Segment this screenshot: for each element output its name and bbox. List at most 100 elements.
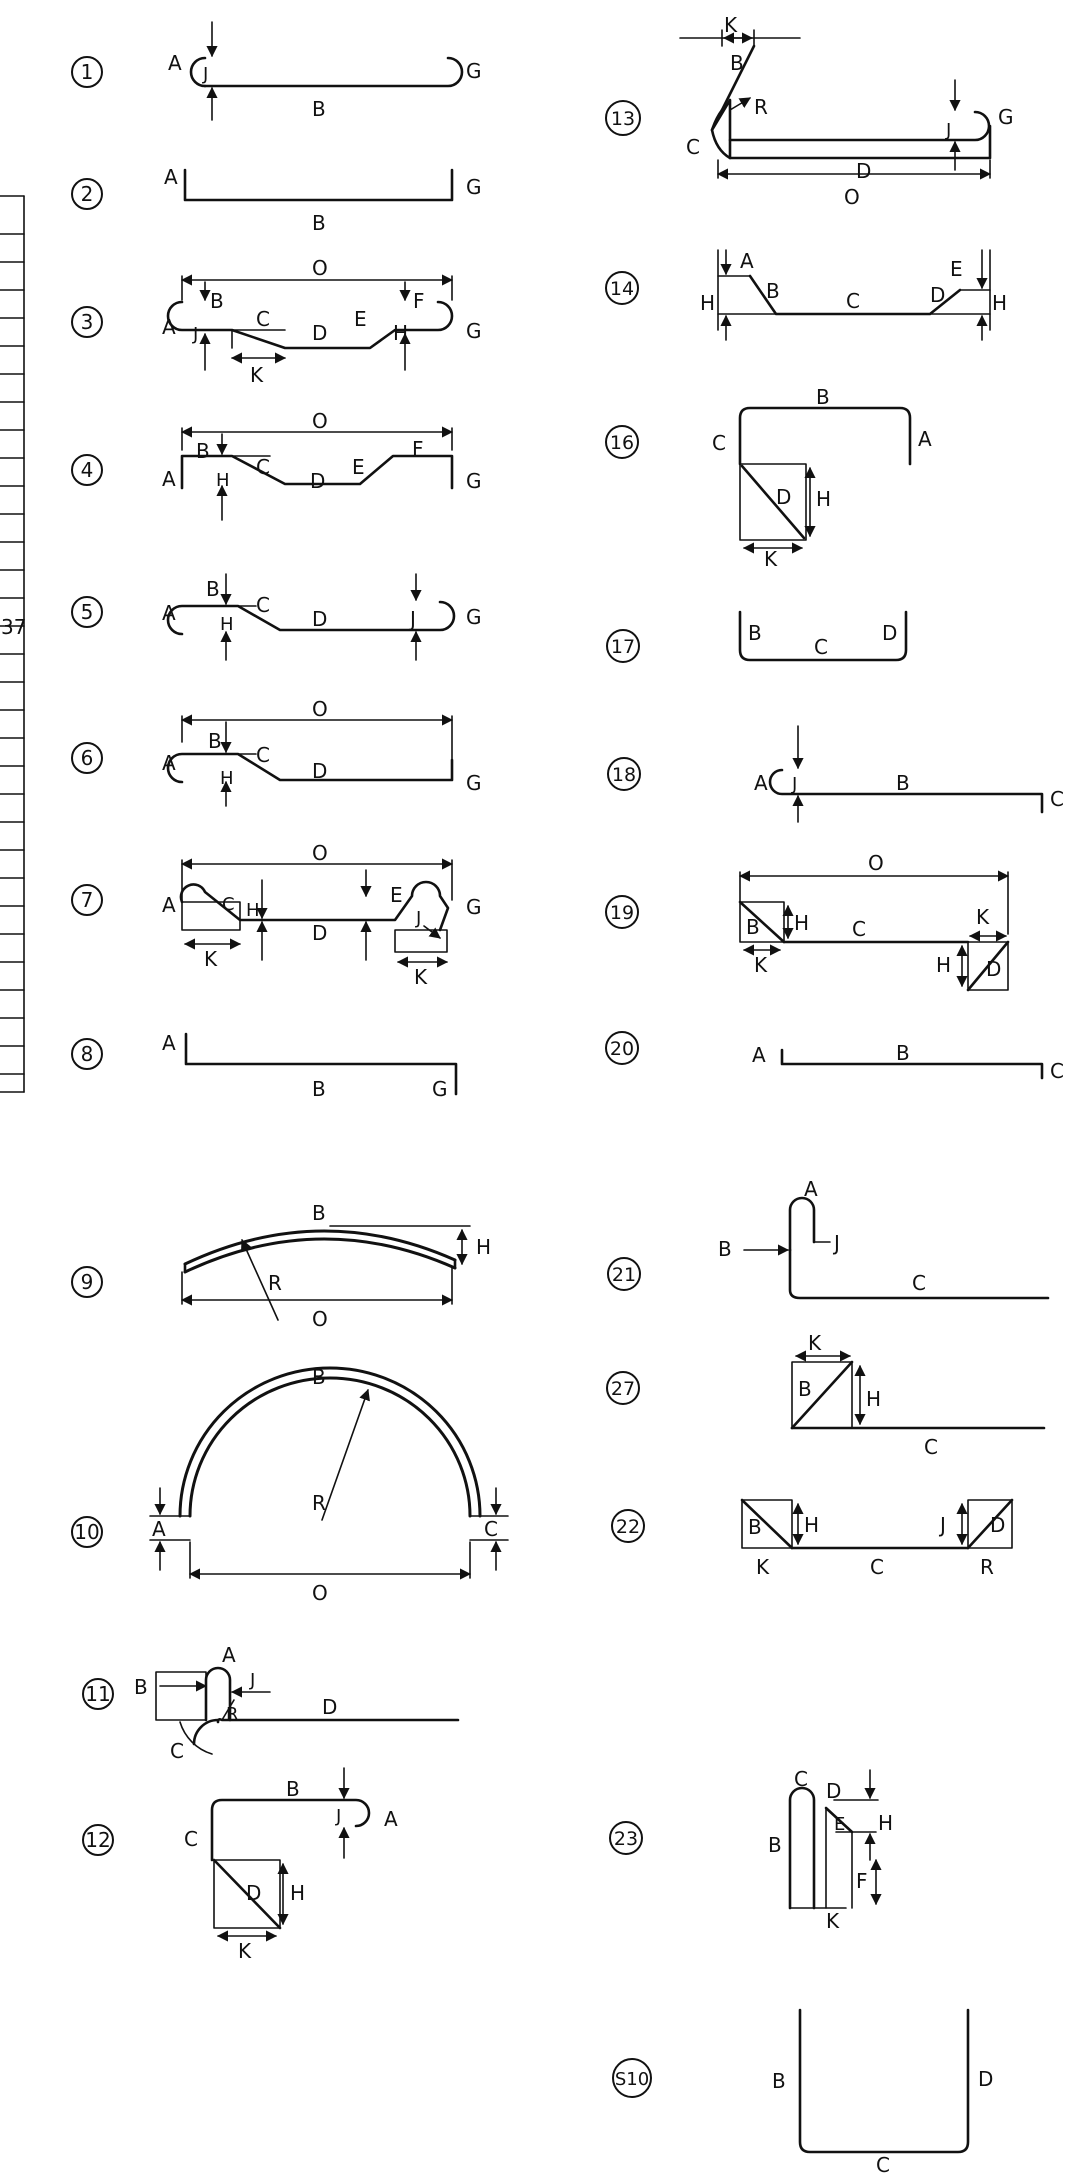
svg-text:H: H xyxy=(700,291,715,315)
svg-text:A: A xyxy=(754,771,768,795)
svg-text:K: K xyxy=(250,363,264,387)
svg-text:D: D xyxy=(310,469,325,493)
svg-text:H: H xyxy=(878,1811,893,1835)
svg-text:D: D xyxy=(986,957,1001,981)
svg-text:B: B xyxy=(196,439,210,463)
svg-text:C: C xyxy=(712,431,726,455)
svg-text:D: D xyxy=(312,759,327,783)
shape-12: 12 B J A C D H K xyxy=(82,1767,398,1963)
svg-text:A: A xyxy=(804,1177,818,1201)
svg-text:K: K xyxy=(724,13,738,37)
svg-text:C: C xyxy=(184,1827,198,1851)
svg-text:C: C xyxy=(924,1435,938,1459)
svg-text:D: D xyxy=(322,1695,337,1719)
svg-text:A: A xyxy=(168,51,182,75)
shape-6-number: 6 xyxy=(81,746,94,770)
shape-19-number: 19 xyxy=(610,902,634,924)
svg-text:C: C xyxy=(876,2153,890,2174)
svg-text:C: C xyxy=(256,743,270,767)
shape-19: 19 O B H C K H D K xyxy=(605,851,1010,992)
svg-text:O: O xyxy=(312,697,328,721)
svg-text:G: G xyxy=(432,1077,448,1101)
svg-text:H: H xyxy=(816,487,831,511)
svg-text:H: H xyxy=(216,470,230,491)
svg-text:A: A xyxy=(152,1517,166,1541)
svg-text:H: H xyxy=(220,768,234,789)
svg-text:H: H xyxy=(804,1513,819,1537)
shape-23: 23 C D B E H F K xyxy=(609,1767,893,1933)
shape-9: 9 B H R O xyxy=(71,1201,491,1331)
shape-5-number: 5 xyxy=(81,600,94,624)
svg-text:J: J xyxy=(249,1670,255,1691)
svg-text:R: R xyxy=(312,1491,326,1515)
svg-text:J: J xyxy=(415,908,421,929)
svg-text:O: O xyxy=(312,1307,328,1331)
svg-text:D: D xyxy=(246,1881,261,1905)
svg-text:J: J xyxy=(408,607,416,631)
svg-text:O: O xyxy=(312,841,328,865)
svg-text:R: R xyxy=(226,1704,239,1725)
svg-text:B: B xyxy=(748,1515,762,1539)
svg-text:F: F xyxy=(413,289,425,313)
svg-text:C: C xyxy=(170,1739,184,1763)
shape-27: 27 K B H C xyxy=(606,1331,1046,1459)
svg-text:A: A xyxy=(162,1031,176,1055)
svg-text:D: D xyxy=(776,485,791,509)
shape-11-number: 11 xyxy=(85,1682,110,1706)
shape-1-number: 1 xyxy=(81,60,94,84)
shape-27-number: 27 xyxy=(611,1378,635,1400)
svg-text:K: K xyxy=(826,1909,840,1933)
svg-text:B: B xyxy=(748,621,762,645)
svg-text:G: G xyxy=(466,59,482,83)
svg-text:B: B xyxy=(206,577,220,601)
shape-13-number: 13 xyxy=(611,108,635,130)
svg-text:G: G xyxy=(466,175,482,199)
svg-text:E: E xyxy=(834,1814,845,1835)
svg-text:C: C xyxy=(686,135,700,159)
svg-text:J: J xyxy=(945,120,951,141)
shape-22: 22 B H C J D K R xyxy=(611,1498,1014,1579)
svg-text:H: H xyxy=(246,900,260,921)
svg-text:H: H xyxy=(393,321,408,345)
svg-text:B: B xyxy=(766,279,780,303)
svg-text:B: B xyxy=(896,1041,910,1065)
shape-1: 1 A J B G xyxy=(71,21,482,121)
svg-text:D: D xyxy=(856,159,871,183)
svg-text:C: C xyxy=(1050,787,1064,811)
svg-text:G: G xyxy=(998,105,1014,129)
svg-text:C: C xyxy=(256,593,270,617)
svg-text:K: K xyxy=(754,953,768,977)
svg-text:D: D xyxy=(978,2067,993,2091)
svg-text:C: C xyxy=(256,455,270,479)
shape-21: 21 A B J C xyxy=(607,1177,1050,1300)
svg-text:C: C xyxy=(794,1767,808,1791)
svg-text:A: A xyxy=(162,601,176,625)
shape-17: 17 B C D xyxy=(606,610,908,663)
shape-8-number: 8 xyxy=(81,1042,94,1066)
svg-text:J: J xyxy=(938,1513,946,1537)
svg-text:D: D xyxy=(930,283,945,307)
shape-s10-number: S10 xyxy=(615,2069,649,2090)
svg-text:A: A xyxy=(752,1043,766,1067)
shape-22-number: 22 xyxy=(616,1516,640,1538)
svg-text:B: B xyxy=(772,2069,786,2093)
shape-18: 18 A J B C xyxy=(607,725,1064,823)
shape-4: 4 O B C D E F A H G xyxy=(71,409,482,521)
svg-text:A: A xyxy=(162,751,176,775)
shape-10-number: 10 xyxy=(74,1520,99,1544)
svg-text:H: H xyxy=(866,1387,881,1411)
svg-text:B: B xyxy=(798,1377,812,1401)
svg-text:J: J xyxy=(791,774,797,795)
shape-8: 8 A B G xyxy=(71,1031,458,1101)
shape-11: 11 A B J R C D xyxy=(82,1643,460,1763)
svg-text:R: R xyxy=(754,95,768,119)
shape-18-number: 18 xyxy=(612,764,636,786)
svg-text:A: A xyxy=(384,1807,398,1831)
svg-text:D: D xyxy=(882,621,897,645)
shape-4-number: 4 xyxy=(81,458,94,482)
svg-text:R: R xyxy=(268,1271,282,1295)
svg-text:G: G xyxy=(466,895,482,919)
svg-text:D: D xyxy=(826,1779,841,1803)
svg-text:H: H xyxy=(220,614,234,635)
